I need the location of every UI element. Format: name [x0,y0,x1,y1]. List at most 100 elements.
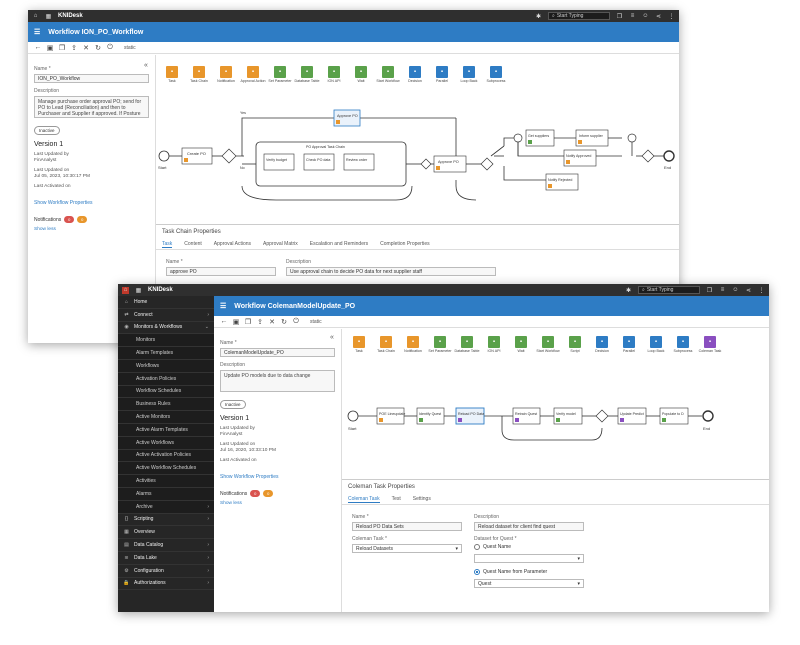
properties-tab[interactable]: Approval Matrix [263,241,298,247]
verify-budget-task[interactable]: Verify budget [263,153,295,171]
workflow-canvas[interactable]: Start POE Lineupdate Identify Quest Relo… [342,394,769,454]
task-name-field[interactable]: approve PO [166,267,276,276]
sidebar-item[interactable]: Activities [118,475,214,488]
palette-item[interactable]: ▪Start Workflow [376,66,400,83]
sidebar-item[interactable]: Business Rules [118,398,214,412]
home-icon[interactable]: ⌂ [33,13,38,19]
error-badge[interactable]: 0 [64,216,75,223]
copy-icon[interactable]: ❐ [706,287,713,294]
description-field[interactable]: Update PO models due to data change [220,370,335,392]
palette-item[interactable]: ▪Parallel [618,336,640,353]
error-badge[interactable]: 0 [250,490,261,497]
verify-model-task[interactable]: Verify model [553,407,583,425]
delete-icon[interactable]: ✕ [83,44,89,52]
properties-tab[interactable]: Escalation and Reminders [309,241,369,247]
palette-item[interactable]: ▪Coleman Task [699,336,721,353]
palette-item[interactable]: ▪Database Table [455,336,479,353]
get-suppliers-task[interactable]: Get suppliers [525,129,555,147]
quest-name-select[interactable]: ▾ [474,554,584,563]
properties-tab[interactable]: Approval Actions [213,241,252,247]
palette-item[interactable]: ▪ION API [483,336,505,353]
show-workflow-properties-link[interactable]: Show Workflow Properties [220,474,279,480]
populate-task[interactable]: Populate to D [659,407,689,425]
bookmark-icon[interactable]: ✱ [535,13,542,20]
sidebar-item[interactable]: ≋Data Lake› [118,552,214,565]
copy-icon[interactable]: ❐ [244,318,252,326]
task-name-field[interactable]: Reload PO Data Sets [352,522,462,531]
delete-icon[interactable]: ✕ [269,318,275,326]
hamburger-icon[interactable]: ☰ [220,303,227,310]
warning-badge[interactable]: 0 [77,216,88,223]
description-field[interactable]: Manage purchase order approval PO; send … [34,96,149,118]
sidebar-item[interactable]: Archive› [118,500,214,514]
sidebar-item[interactable]: Active Activation Policies [118,449,214,463]
user-icon[interactable]: ☺ [732,287,739,293]
palette-item[interactable]: ▪Decision [591,336,613,353]
notify-rejected-task[interactable]: Notify Rejected [545,173,579,191]
palette-item[interactable]: ▪Set Parameter [268,66,292,83]
palette-item[interactable]: ▪Loop Back [645,336,667,353]
save-icon[interactable]: ▣ [232,318,240,326]
workflow-canvas[interactable]: Start Create PO Yes No Approve PO PO App… [156,96,679,220]
coleman-task-select[interactable]: Reload Datasets▾ [352,544,462,553]
sidebar-item[interactable]: ⇄Connect› [118,309,214,322]
palette-item[interactable]: ▪Notification [215,66,237,83]
copy-icon[interactable]: ❐ [58,44,66,52]
sidebar-item[interactable]: Active Alarm Templates [118,423,214,437]
radio-quest-param[interactable]: Quest Name from Parameter [474,569,584,575]
properties-tab[interactable]: Content [184,241,202,247]
identify-quest-task[interactable]: Identify Quest [416,407,445,425]
decision-gateway[interactable] [221,148,237,164]
sidebar-item[interactable]: ⚙Configuration› [118,565,214,578]
sidebar-item[interactable]: ▤Data Catalog› [118,539,214,552]
decision-gateway[interactable] [595,409,609,423]
create-po-task[interactable]: Create PO [181,147,213,165]
menu-icon[interactable]: ⋮ [668,13,675,20]
show-less-link[interactable]: Show less [220,501,242,506]
radio-quest-name[interactable]: Quest Name [474,544,584,550]
palette-item[interactable]: ▪Start Workflow [536,336,560,353]
end-event[interactable]: End [663,150,675,170]
sidebar-item[interactable]: {}Scripting› [118,514,214,527]
collapse-panel-icon[interactable]: « [330,334,334,341]
copy-icon[interactable]: ❐ [616,13,623,20]
sidebar-item[interactable]: Active Workflows [118,436,214,450]
palette-item[interactable]: ▪Decision [404,66,426,83]
name-field[interactable]: ColemanModelUpdate_PO [220,348,335,357]
list-icon[interactable]: ≡ [720,287,725,293]
name-field[interactable]: ION_PO_Workflow [34,74,149,83]
show-workflow-properties-link[interactable]: Show Workflow Properties [34,200,93,206]
global-search-input[interactable]: ⌕Start Typing [548,12,610,20]
palette-item[interactable]: ▪Set Parameter [428,336,452,353]
palette-item[interactable]: ▪Task [348,336,370,353]
sidebar-item[interactable]: Workflows [118,359,214,373]
merge-gateway[interactable] [641,149,655,163]
properties-tab[interactable]: Completion Properties [380,241,430,247]
approval-gateway[interactable] [480,157,494,171]
show-less-link[interactable]: Show less [34,227,56,232]
start-event[interactable]: Start [347,410,359,431]
sidebar-item[interactable]: Active Workflow Schedules [118,462,214,476]
share-icon[interactable]: ⋖ [745,287,752,294]
poe-lineupdate-task[interactable]: POE Lineupdate [376,407,405,425]
warning-badge[interactable]: 0 [263,490,274,497]
reload-po-data-task[interactable]: Reload PO Data [455,407,485,425]
palette-item[interactable]: ▪Approval Action [241,66,266,83]
history-icon[interactable]: ↻ [95,44,101,52]
palette-item[interactable]: ▪Loop Back [458,66,480,83]
bookmark-icon[interactable]: ✱ [625,287,632,294]
parallel-gateway[interactable] [513,133,523,143]
grid-icon[interactable]: ▦ [45,13,52,20]
save-icon[interactable]: ▣ [46,44,54,52]
palette-item[interactable]: ▪Wait [510,336,532,353]
sidebar-item[interactable]: 🔒Authorizations› [118,578,214,591]
hamburger-icon[interactable]: ☰ [34,29,41,36]
global-search-input[interactable]: ⌕Start Typing [638,286,700,294]
sidebar-item[interactable]: Monitors [118,334,214,348]
export-icon[interactable]: ⇪ [257,318,263,326]
back-arrow-icon[interactable]: ← [34,44,42,51]
home-icon[interactable]: ⌂ [122,286,129,294]
palette-item[interactable]: ▪Notification [402,336,424,353]
grid-icon[interactable]: ▦ [135,287,142,294]
sidebar-item[interactable]: ⌂Home [118,296,214,309]
